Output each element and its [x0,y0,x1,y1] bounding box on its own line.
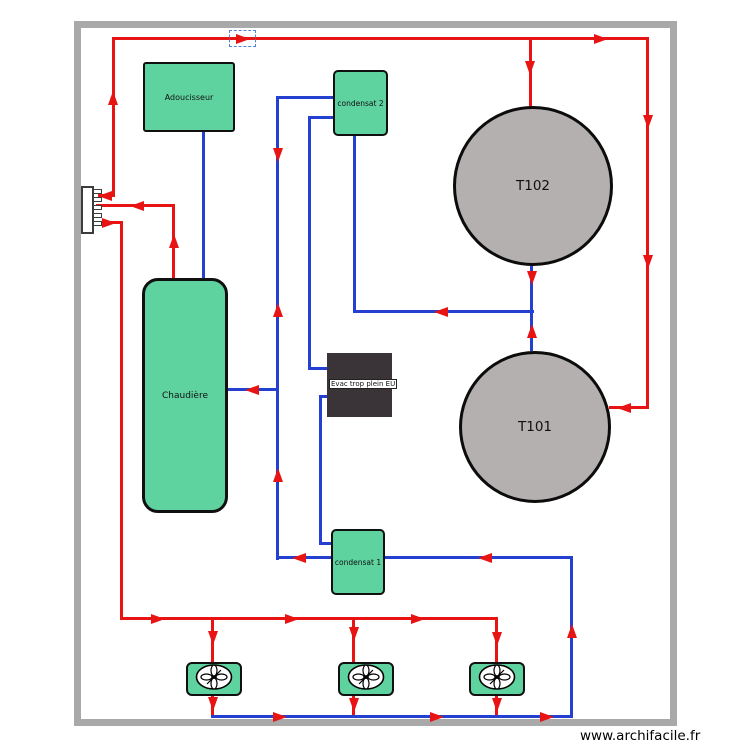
flow-arrow[interactable] [643,255,653,269]
pipe-segment-cold[interactable] [276,96,279,560]
flow-arrow[interactable] [273,468,283,482]
flow-arrow[interactable] [130,201,144,211]
fan-icon [195,664,233,694]
flow-arrow[interactable] [273,712,287,722]
equipment-label: condensat 2 [337,98,384,108]
flow-arrow[interactable] [273,148,283,162]
flow-arrow[interactable] [102,218,116,228]
flow-arrow[interactable] [594,34,608,44]
manifold-port-icon [93,205,102,210]
fan-icon [347,664,385,694]
pipe-segment-cold[interactable] [202,129,205,280]
pipe-segment-cold[interactable] [319,395,330,398]
flow-arrow[interactable] [169,234,179,248]
equipment-condensat-2[interactable]: condensat 2 [333,70,388,136]
manifold-body[interactable] [81,186,94,234]
equipment-label: condensat 1 [334,557,382,567]
flow-arrow[interactable] [245,385,259,395]
evac-label: Evac trop plein EU [329,379,398,389]
flow-arrow[interactable] [208,697,218,711]
flow-arrow[interactable] [527,271,537,285]
equipment-condensat-1[interactable]: condensat 1 [331,529,385,595]
tank-t101[interactable]: T101 [459,351,611,503]
tank-label: T101 [517,419,552,435]
flow-arrow[interactable] [434,307,448,317]
flow-arrow[interactable] [285,614,299,624]
fan-unit-1[interactable] [186,662,242,696]
fan-unit-2[interactable] [338,662,394,696]
pipe-segment-hot[interactable] [112,37,649,40]
selection-box[interactable] [229,30,256,47]
flow-arrow[interactable] [208,631,218,645]
flow-arrow[interactable] [540,712,554,722]
pipe-segment-cold[interactable] [308,367,330,370]
flow-arrow[interactable] [492,698,502,712]
watermark: www.archifacile.fr [580,728,701,744]
flow-arrow[interactable] [411,614,425,624]
flow-arrow[interactable] [492,632,502,646]
pipe-segment-cold[interactable] [353,134,356,313]
flow-arrow[interactable] [98,191,112,201]
pipe-segment-cold[interactable] [319,395,322,545]
flow-arrow[interactable] [617,403,631,413]
flow-arrow[interactable] [643,115,653,129]
tank-t102[interactable]: T102 [453,106,613,266]
equipment-adoucisseur[interactable]: Adoucisseur [143,62,235,132]
room-wall[interactable] [74,21,677,726]
tank-label: T102 [515,178,550,194]
flow-arrow[interactable] [478,553,492,563]
pipe-segment-hot[interactable] [112,37,115,197]
manifold-port-icon [93,221,102,226]
flow-arrow[interactable] [273,303,283,317]
flow-arrow[interactable] [349,698,359,712]
pipe-segment-hot[interactable] [120,617,498,620]
pipe-segment-cold[interactable] [530,264,533,351]
fan-unit-3[interactable] [469,662,525,696]
fan-icon [478,664,516,694]
flow-arrow[interactable] [108,91,118,105]
flow-arrow[interactable] [292,553,306,563]
equipment-label: Chaudière [162,390,208,401]
pipe-segment-cold[interactable] [319,542,334,545]
flow-arrow[interactable] [151,614,165,624]
pipe-segment-cold[interactable] [308,116,336,119]
flow-arrow[interactable] [525,61,535,75]
pipe-segment-hot[interactable] [120,221,123,620]
flow-arrow[interactable] [349,627,359,641]
pipe-segment-cold[interactable] [382,556,573,559]
equipment-label: Adoucisseur [164,92,214,102]
flow-arrow[interactable] [567,624,577,638]
pipe-segment-cold[interactable] [211,715,573,718]
flow-arrow[interactable] [430,712,444,722]
pipe-segment-hot[interactable] [646,37,649,409]
manifold-port-icon [93,213,102,218]
equipment-chaudiere[interactable]: Chaudière [142,278,228,513]
pipe-segment-cold[interactable] [276,96,336,99]
pipe-segment-cold[interactable] [308,116,311,370]
flow-arrow[interactable] [527,324,537,338]
flow-arrow[interactable] [236,34,250,44]
